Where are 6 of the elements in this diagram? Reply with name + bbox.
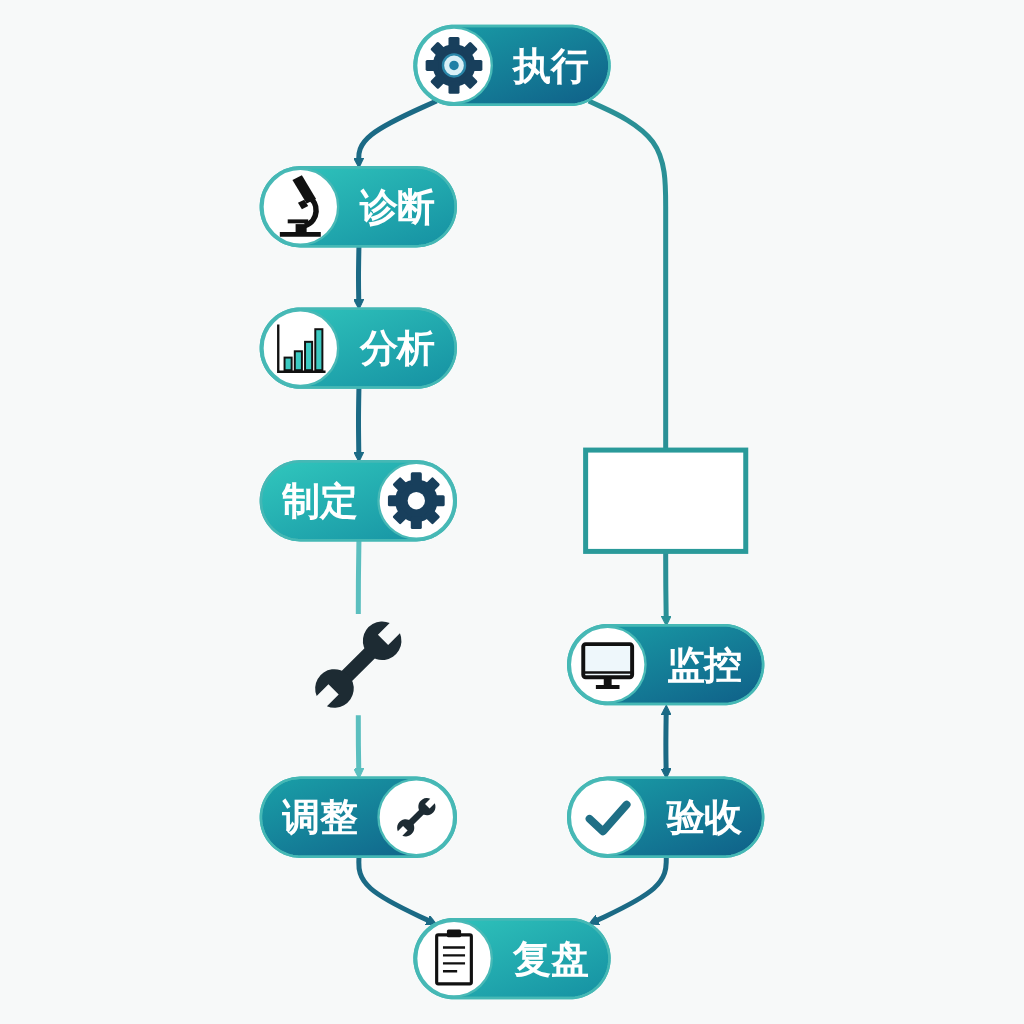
arrow bbox=[356, 857, 438, 926]
connector bbox=[355, 540, 362, 614]
arrow bbox=[660, 551, 672, 627]
wrench-icon bbox=[315, 621, 402, 708]
arrow bbox=[588, 857, 669, 925]
node-box bbox=[583, 447, 749, 554]
